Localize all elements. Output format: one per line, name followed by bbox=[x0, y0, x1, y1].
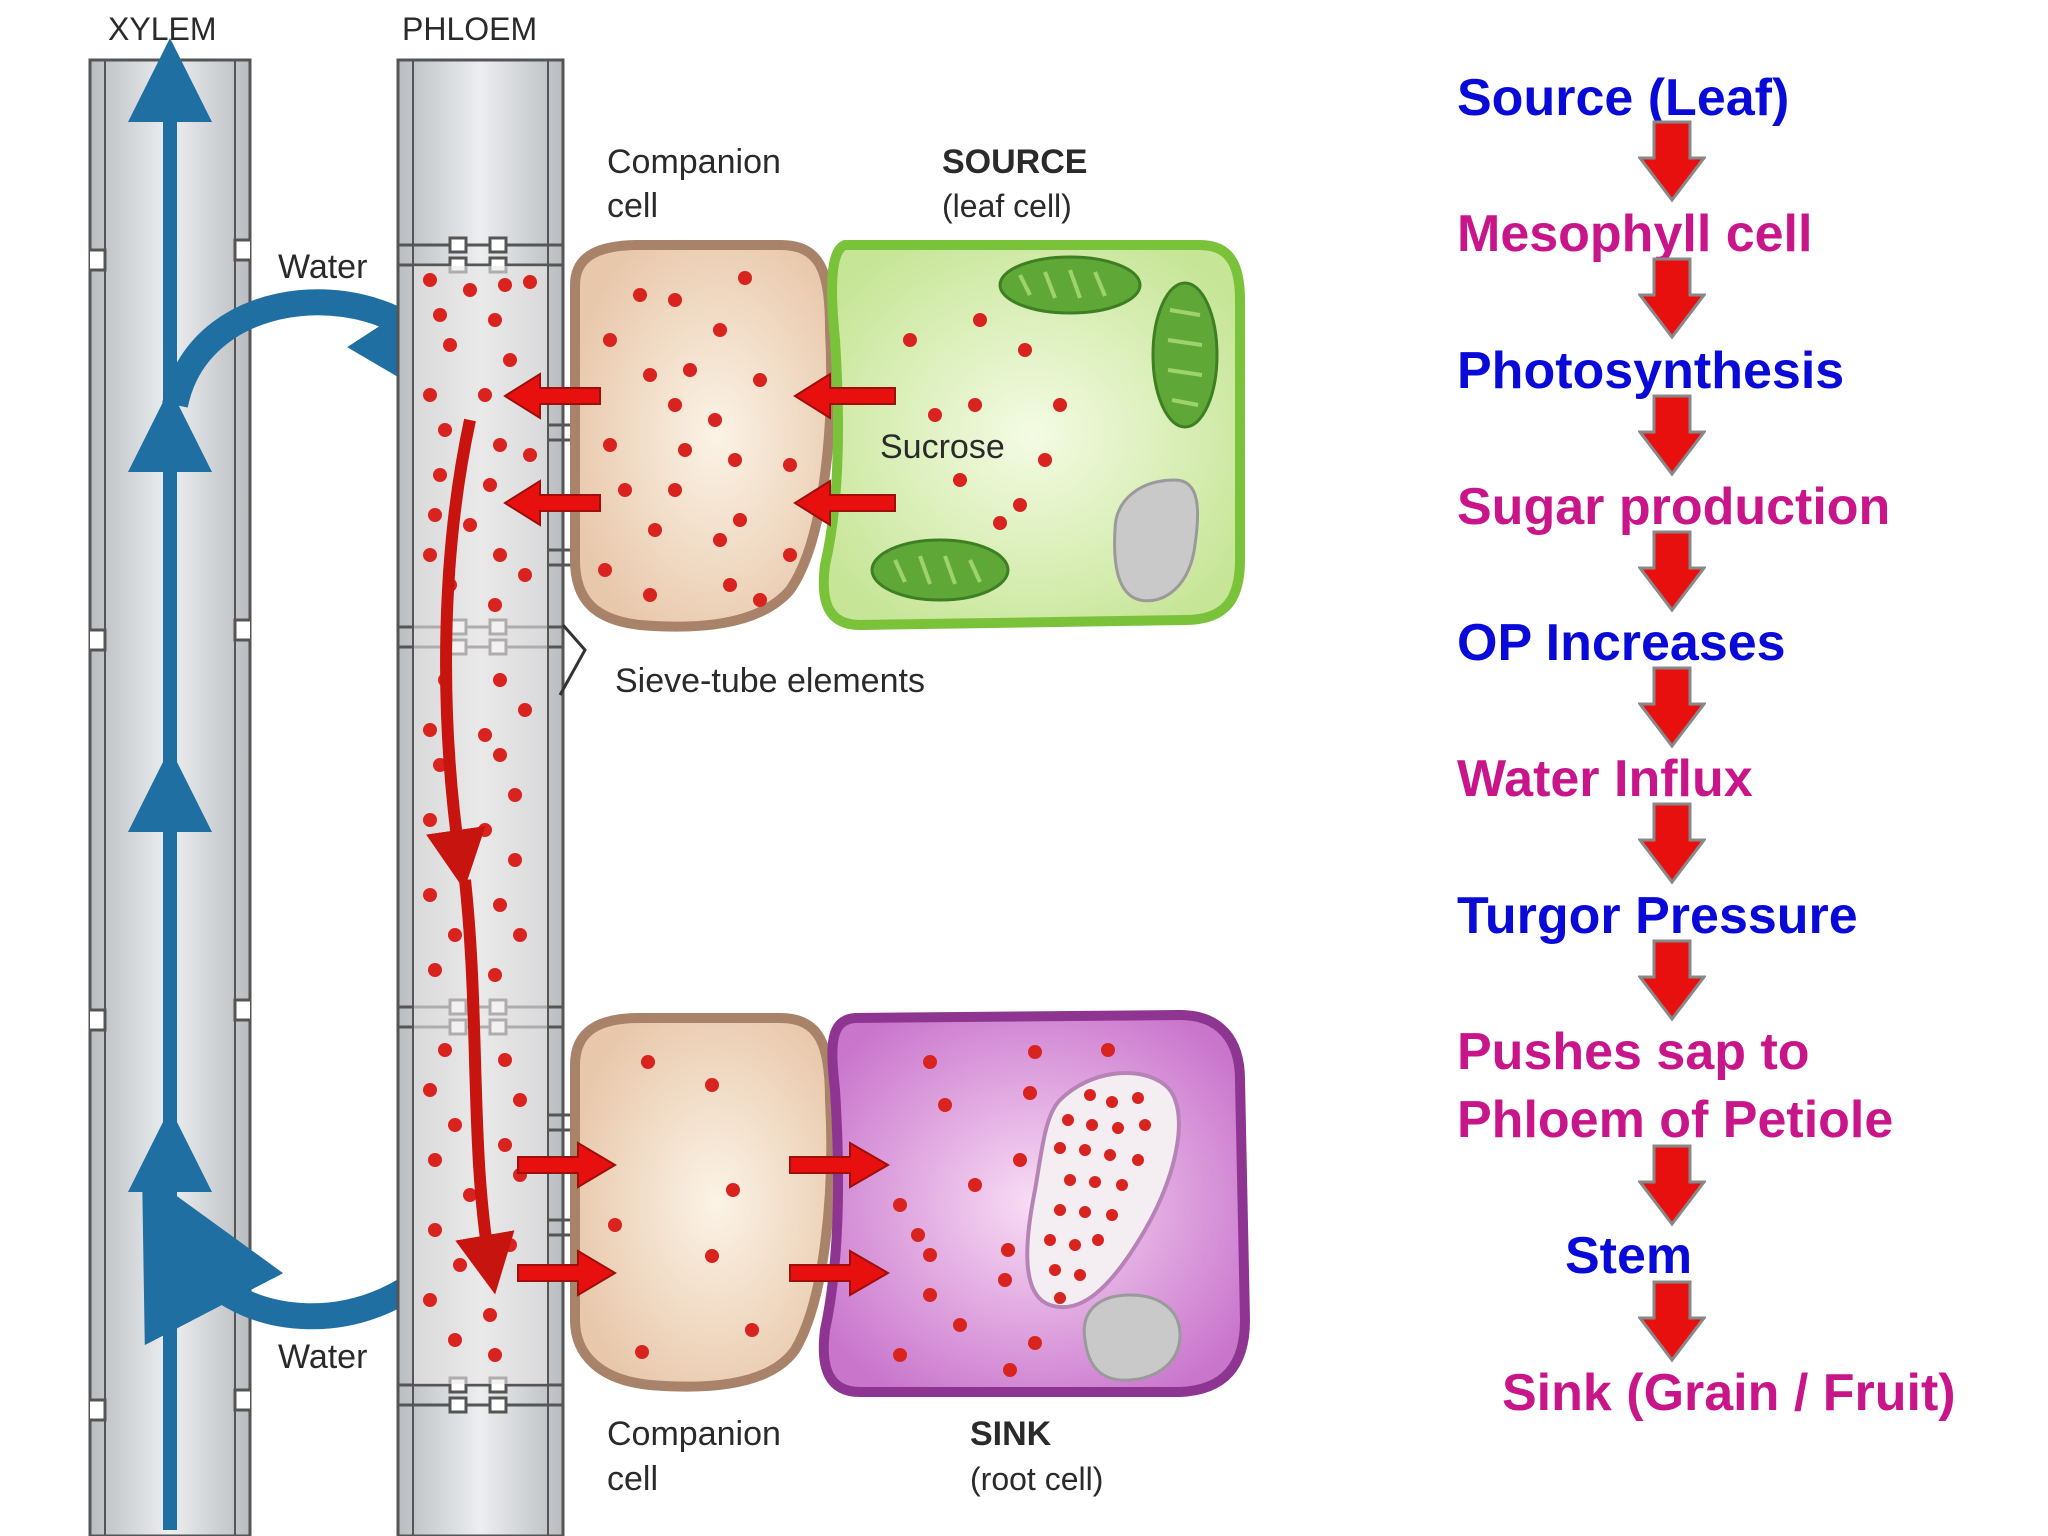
companion-bottom-label-line1: Companion bbox=[607, 1415, 781, 1453]
water-label-bottom: Water bbox=[278, 1338, 367, 1376]
flow-step-turgor-pressure: Turgor Pressure bbox=[1457, 887, 1858, 945]
xylem-label: XYLEM bbox=[108, 11, 216, 47]
companion-cell-bottom bbox=[570, 1013, 837, 1392]
flow-step-sugar-production: Sugar production bbox=[1457, 478, 1891, 536]
companion-bottom-sucrose-dots bbox=[608, 1055, 759, 1359]
flow-arrow-2 bbox=[1638, 257, 1706, 340]
flow-arrow-6 bbox=[1638, 802, 1706, 885]
flow-arrow-3 bbox=[1638, 394, 1706, 477]
flow-arrow-4 bbox=[1638, 530, 1706, 613]
companion-top-sucrose-dots bbox=[598, 271, 797, 607]
flow-step-mesophyll-cell: Mesophyll cell bbox=[1457, 205, 1813, 263]
source-sucrose-dots bbox=[903, 313, 1067, 530]
flow-step-pushes-sap: Pushes sap to bbox=[1457, 1023, 1810, 1081]
companion-cell-top bbox=[570, 240, 837, 632]
sink-label-line1: SINK bbox=[970, 1415, 1052, 1453]
flow-step-water-influx: Water Influx bbox=[1457, 750, 1753, 808]
companion-top-label-line2: cell bbox=[607, 187, 658, 225]
flow-step-op-increases: OP Increases bbox=[1457, 614, 1786, 672]
source-label-line1: SOURCE bbox=[942, 143, 1087, 181]
flow-arrow-5 bbox=[1638, 666, 1706, 749]
sink-small-vacuole bbox=[1082, 1293, 1182, 1382]
source-vacuole bbox=[1113, 478, 1200, 603]
sink-vacuole bbox=[1025, 1071, 1181, 1310]
companion-bottom-label-line2: cell bbox=[607, 1460, 658, 1498]
phloem-flow-arrows bbox=[426, 418, 515, 1295]
flow-arrow-9 bbox=[1638, 1280, 1706, 1363]
phloem-label: PHLOEM bbox=[402, 11, 537, 47]
source-label-line2: (leaf cell) bbox=[942, 188, 1072, 224]
flow-arrow-1 bbox=[1638, 120, 1706, 203]
chloroplasts bbox=[870, 255, 1219, 602]
sink-label-line2: (root cell) bbox=[970, 1461, 1103, 1497]
flow-step-stem: Stem bbox=[1565, 1227, 1693, 1285]
chloroplast-grana bbox=[893, 269, 1203, 585]
sieve-tube-label: Sieve-tube elements bbox=[615, 662, 925, 700]
flow-step-phloem-of-petiole: Phloem of Petiole bbox=[1457, 1091, 1894, 1149]
companion-top-label-line1: Companion bbox=[607, 143, 781, 181]
sink-sucrose-dots bbox=[893, 1043, 1151, 1377]
water-label-top: Water bbox=[278, 248, 367, 286]
flow-arrow-8 bbox=[1638, 1144, 1706, 1227]
sucrose-label: Sucrose bbox=[880, 428, 1005, 466]
loading-arrows bbox=[503, 372, 896, 527]
flow-arrow-7 bbox=[1638, 939, 1706, 1022]
unloading-arrows bbox=[517, 1141, 890, 1297]
flow-step-source-leaf: Source (Leaf) bbox=[1457, 69, 1790, 127]
flow-step-sink: Sink (Grain / Fruit) bbox=[1502, 1364, 1956, 1422]
flow-step-photosynthesis: Photosynthesis bbox=[1457, 342, 1845, 400]
transport-flow-chart: Source (Leaf) Mesophyll cell Photosynthe… bbox=[1400, 0, 2040, 1536]
sieve-tube-bracket bbox=[558, 624, 587, 696]
phloem-transport-diagram: XYLEM PHLOEM Water Water bbox=[88, 11, 1251, 1536]
